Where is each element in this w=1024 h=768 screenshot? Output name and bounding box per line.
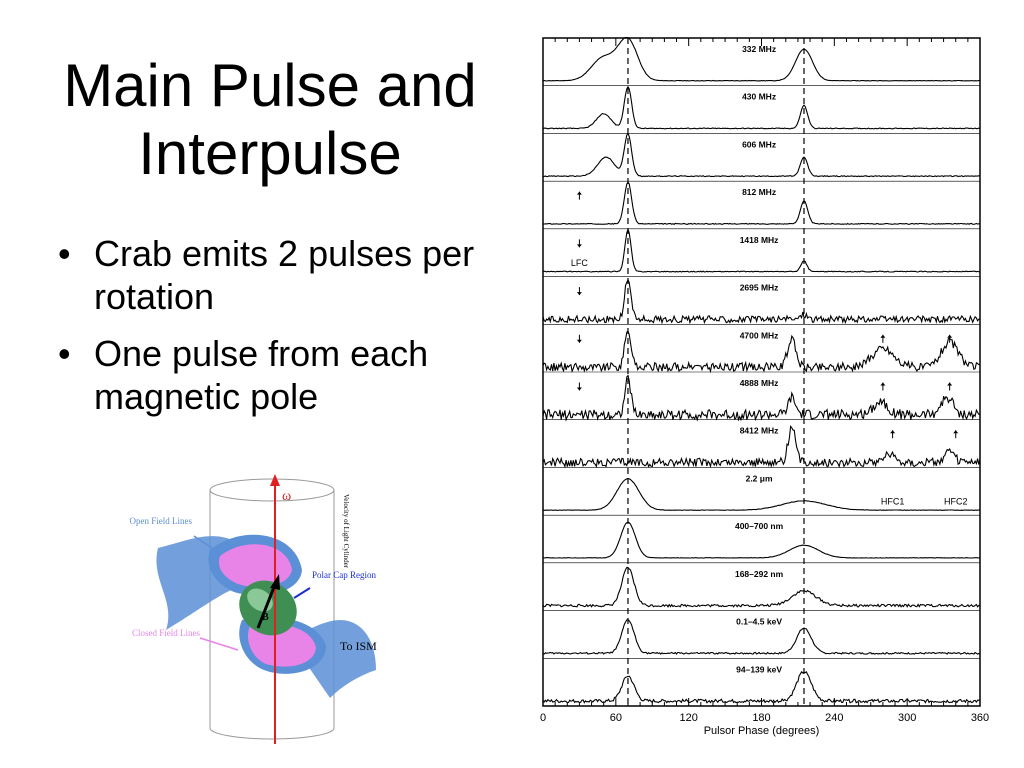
- reference-lines: [627, 38, 805, 706]
- b-label: B: [262, 612, 269, 623]
- bullet-item: • One pulse from each magnetic pole: [58, 332, 508, 418]
- band-label: 4700 MHz: [740, 330, 779, 340]
- band-label: 430 MHz: [742, 92, 776, 102]
- series-curve: [542, 566, 981, 608]
- arrow-head-icon: [947, 334, 953, 338]
- omega-label: ω: [282, 489, 291, 504]
- title-line-2: Interpulse: [138, 120, 402, 187]
- bullet-text: One pulse from each magnetic pole: [94, 333, 429, 417]
- bullet-text: Crab emits 2 pulses per rotation: [94, 233, 475, 317]
- polar-cap-pointer: [293, 587, 311, 599]
- x-tick-label: 240: [825, 712, 843, 724]
- band-label: 94–139 keV: [736, 664, 782, 674]
- pulse-profile-chart: 332 MHz 430 MHz 606 MHz 812 MHz 1418 MHz 2695…: [540, 36, 989, 737]
- band-label: 2.2 μm: [746, 473, 773, 483]
- arrow-head-icon: [576, 244, 582, 248]
- band-label: 332 MHz: [742, 44, 776, 54]
- x-tick-label: 360: [971, 712, 989, 724]
- x-axis-title: Pulsor Phase (degrees): [704, 725, 820, 737]
- series-curve: [542, 278, 981, 325]
- arrow-head-icon: [947, 382, 953, 386]
- band-label: 1418 MHz: [740, 235, 779, 245]
- open-field-label: Open Field Lines: [130, 516, 192, 526]
- magnetic-axis: [256, 581, 278, 629]
- magnetic-axis-arrow-icon: [270, 574, 280, 590]
- annotation-label: LFC: [571, 258, 589, 268]
- bullet-item: • Crab emits 2 pulses per rotation: [58, 232, 508, 318]
- band-labels: 332 MHz 430 MHz 606 MHz 812 MHz 1418 MHz 2695…: [735, 44, 784, 674]
- closed-field-pointer: [199, 637, 239, 651]
- arrow-head-icon: [880, 382, 886, 386]
- series-curve: [542, 181, 981, 225]
- slide-title: Main Pulse and Interpulse: [30, 52, 510, 188]
- closed-field-label: Closed Field Lines: [132, 628, 200, 638]
- band-label: 168–292 nm: [735, 569, 784, 579]
- series-curve: [542, 425, 981, 469]
- arrow-head-icon: [953, 430, 959, 434]
- x-tick-label: 180: [752, 712, 770, 724]
- x-tick-label: 0: [540, 712, 546, 724]
- light-cylinder-bottom: [209, 727, 335, 740]
- bullet-dot: •: [58, 233, 71, 274]
- annotation-label: HFC1: [881, 497, 905, 507]
- pulsar-diagram: ω B Open Field Lines Closed Field Lines …: [130, 474, 377, 744]
- bullet-dot: •: [58, 333, 71, 374]
- band-label: 812 MHz: [742, 187, 776, 197]
- axis-arrow-icon: [270, 474, 280, 486]
- x-tick-label: 60: [610, 712, 622, 724]
- title-line-1: Main Pulse and: [63, 52, 477, 119]
- light-cylinder-label: Velocity of Light Cylinder: [342, 494, 350, 569]
- annotations: LFC HFC1 HFC2: [571, 191, 968, 507]
- arrow-head-icon: [576, 191, 582, 195]
- annotation-label: HFC2: [944, 497, 968, 507]
- series-curve: [542, 36, 981, 82]
- pulse-curves: [542, 36, 981, 704]
- series-curve: [542, 521, 981, 559]
- band-label: 2695 MHz: [740, 283, 779, 293]
- x-tick-label: 120: [679, 712, 697, 724]
- arrow-head-icon: [576, 339, 582, 343]
- band-label: 400–700 nm: [735, 521, 784, 531]
- open-field-pointer: [193, 535, 219, 553]
- closed-field-region-upper: [218, 544, 292, 588]
- series-curve: [542, 85, 981, 130]
- arrow-head-icon: [880, 334, 886, 338]
- band-label: 606 MHz: [742, 139, 776, 149]
- x-tick-label: 300: [898, 712, 916, 724]
- series-curve: [542, 478, 981, 511]
- series-curve: [542, 619, 981, 655]
- series-curve: [542, 330, 981, 374]
- band-label: 4888 MHz: [740, 378, 779, 388]
- band-label: 0.1–4.5 keV: [736, 617, 782, 627]
- arrow-head-icon: [890, 430, 896, 434]
- series-curve: [542, 132, 981, 178]
- bullet-list: • Crab emits 2 pulses per rotation • One…: [58, 232, 508, 432]
- arrow-head-icon: [576, 387, 582, 391]
- x-axis: 0 60 120 180 240 300 360: [540, 38, 989, 724]
- arrow-head-icon: [576, 292, 582, 296]
- polar-cap-label: Polar Cap Region: [312, 570, 376, 580]
- band-dividers: [543, 85, 980, 659]
- to-ism-label: To ISM: [340, 639, 377, 653]
- band-label: 8412 MHz: [740, 426, 779, 436]
- series-curve: [542, 227, 981, 273]
- series-curve: [542, 374, 981, 422]
